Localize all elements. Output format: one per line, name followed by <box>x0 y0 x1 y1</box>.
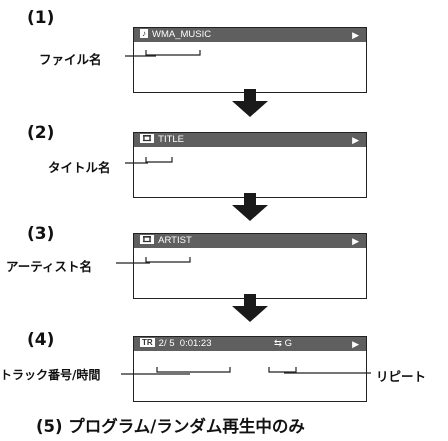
step-2-number: (2) <box>27 123 55 143</box>
play-icon: ▶ <box>352 30 359 40</box>
step-3-label: アーティスト名 <box>6 259 93 274</box>
repeat-label: リピート <box>376 369 427 384</box>
step-1-bar-text: WMA_MUSIC <box>152 29 212 40</box>
step-2-label: タイトル名 <box>48 160 111 175</box>
repeat-indicator: ⇆ G <box>274 337 292 351</box>
step-4-label: トラック番号/時間 <box>0 368 101 382</box>
play-icon: ▶ <box>352 339 359 349</box>
step-1-label: ファイル名 <box>39 52 102 67</box>
film-icon: 🎞 <box>140 235 155 244</box>
play-icon: ▶ <box>352 236 359 246</box>
step-3-screen: 🎞ARTIST ▶ <box>133 233 367 299</box>
track-icon: TR <box>140 338 155 347</box>
music-note-icon: ♪ <box>140 29 148 38</box>
step-2-bar-text: TITLE <box>158 134 185 145</box>
step-3-display-bar: 🎞ARTIST ▶ <box>134 234 366 248</box>
step-2-bracket <box>145 157 173 163</box>
repeat-text: G <box>284 338 292 349</box>
step-1-screen: ♪ WMA_MUSIC ▶ <box>133 27 367 93</box>
footnote: (5) プログラム/ランダム再生中のみ <box>36 417 305 436</box>
step-3-bracket <box>145 257 191 263</box>
step-2-display-bar: 🎞TITLE ▶ <box>134 133 366 147</box>
step-4-number: (4) <box>27 330 55 350</box>
step-1-number: (1) <box>27 8 55 28</box>
step-3-number: (3) <box>27 224 55 244</box>
film-icon: 🎞 <box>140 134 155 143</box>
step-4-bracket <box>156 367 231 373</box>
step-3-bar-text: ARTIST <box>158 235 192 246</box>
repeat-icon: ⇆ <box>274 338 282 349</box>
play-icon: ▶ <box>352 135 359 145</box>
down-arrow-3 <box>232 294 268 328</box>
step-2-screen: 🎞TITLE ▶ <box>133 132 367 198</box>
repeat-bracket <box>268 367 297 373</box>
step-1-display-bar: ♪ WMA_MUSIC ▶ <box>134 28 366 42</box>
step-4-bar-text: 2/ 5 0:01:23 <box>158 338 212 349</box>
down-arrow-2 <box>232 193 268 227</box>
down-arrow-1 <box>232 89 268 123</box>
step-1-bracket <box>145 50 201 56</box>
